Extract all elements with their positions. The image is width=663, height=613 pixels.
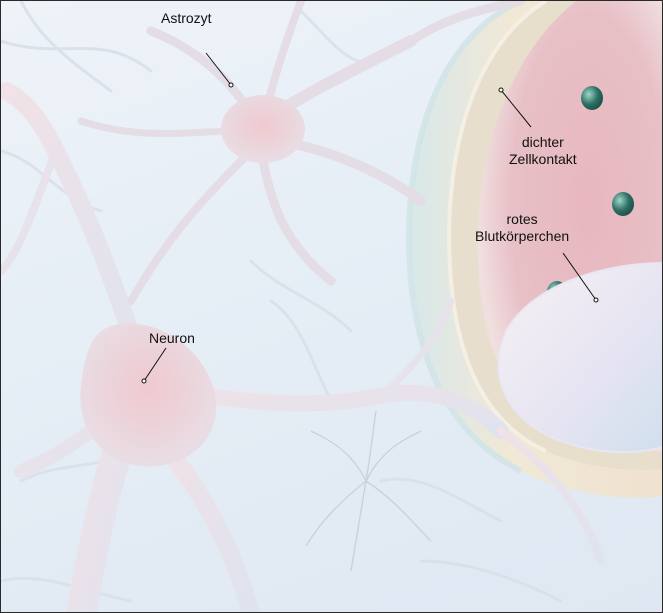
astrocyte-soma [221,95,305,163]
background-astrocyte [306,411,431,571]
label-rotes-blutkoerperchen: rotes Blutkörperchen [475,211,569,245]
label-astrozyt: Astrozyt [161,10,212,27]
label-dichter-line2: Zellkontakt [509,151,577,168]
label-dichter-zellkontakt: dichter Zellkontakt [509,134,577,168]
label-rotes-line2: Blutkörperchen [475,228,569,245]
label-neuron: Neuron [149,330,195,347]
label-dichter-line1: dichter [509,134,577,151]
label-rotes-line1: rotes [475,211,569,228]
